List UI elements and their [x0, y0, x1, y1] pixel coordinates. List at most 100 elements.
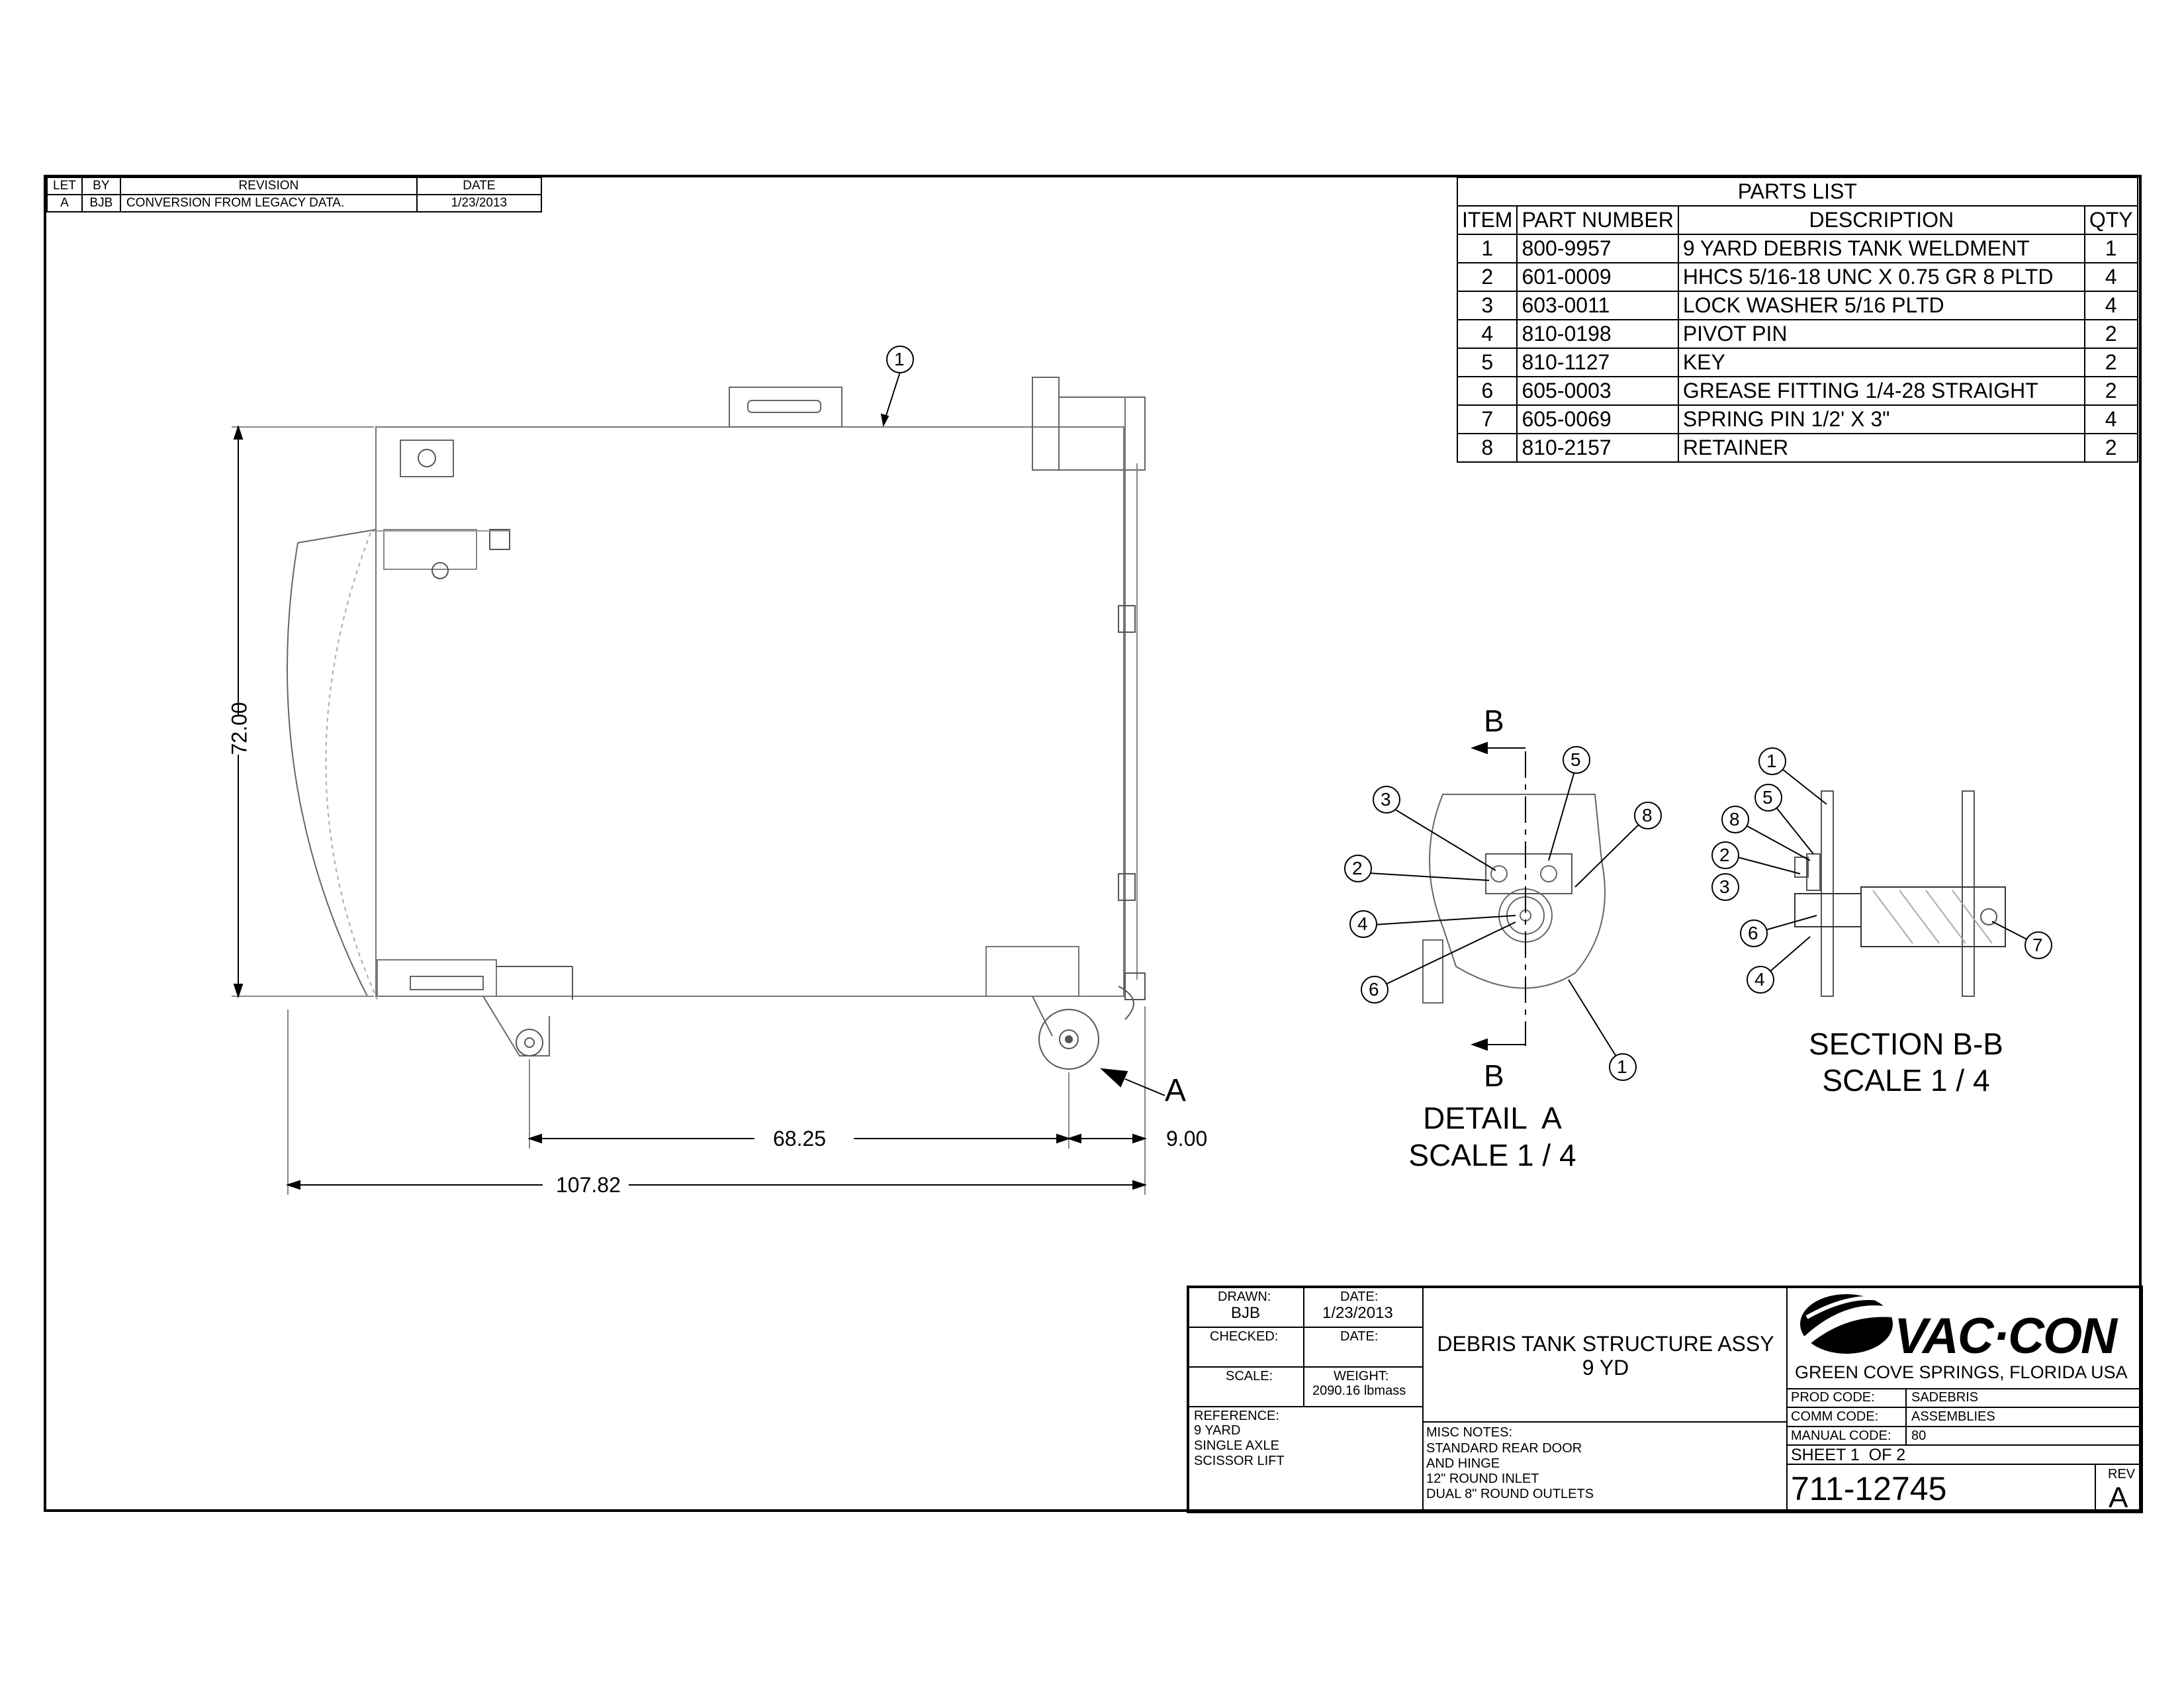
parts-cell-description: RETAINER — [1677, 433, 2085, 463]
main-balloon-1-label: 1 — [894, 349, 905, 369]
parts-cell-description: 9 YARD DEBRIS TANK WELDMENT — [1677, 234, 2085, 263]
tank-front-curve — [287, 529, 377, 997]
section-bb-balloons — [1711, 747, 2052, 994]
detail-a-balloons — [1344, 746, 1662, 1081]
section-bb-balloon-1: 1 — [1766, 751, 1777, 771]
tb-weight-value: 2090.16 lbmass — [1312, 1383, 1406, 1398]
tb-reference-line-2: SINGLE AXLE — [1194, 1438, 1279, 1453]
parts-cell-qty: 4 — [2083, 291, 2138, 320]
tb-misc-note-2: AND HINGE — [1426, 1456, 1500, 1471]
parts-cell-description: LOCK WASHER 5/16 PLTD — [1677, 291, 2085, 320]
tb-drawing-number: 711-12745 — [1791, 1470, 1947, 1507]
tank-body-outline — [375, 426, 1124, 997]
parts-cell-item: 3 — [1456, 291, 1518, 320]
section-bb-balloon-8: 8 — [1729, 809, 1740, 829]
rev-header-by: BY — [81, 177, 121, 195]
tb-drawing-title-2: 9 YD — [1582, 1356, 1629, 1380]
parts-cell-part-number: 605-0003 — [1516, 376, 1679, 406]
tb-reference-line-3: SCISSOR LIFT — [1194, 1454, 1285, 1468]
parts-cell-description: SPRING PIN 1/2' X 3" — [1677, 404, 2085, 434]
parts-header-part-number: PART NUMBER — [1516, 205, 1679, 235]
tb-checked-date-label: DATE: — [1340, 1329, 1379, 1344]
tb-misc-note-3: 12" ROUND INLET — [1426, 1472, 1539, 1486]
detail-a-balloon-4: 4 — [1357, 914, 1368, 934]
tb-company-location: GREEN COVE SPRINGS, FLORIDA USA — [1795, 1362, 2128, 1382]
parts-header-description: DESCRIPTION — [1677, 205, 2085, 235]
tb-sheet: SHEET 1 OF 2 — [1791, 1446, 1906, 1464]
parts-cell-qty: 4 — [2083, 404, 2138, 434]
tb-drawn-value: BJB — [1231, 1304, 1261, 1322]
detail-a-title: DETAIL A — [1423, 1101, 1562, 1135]
parts-cell-description: KEY — [1677, 348, 2085, 377]
parts-cell-item: 8 — [1456, 433, 1518, 463]
tb-reference-label: REFERENCE: — [1194, 1409, 1279, 1423]
rev-header-revision: REVISION — [119, 177, 418, 195]
section-bb-balloon-2: 2 — [1719, 845, 1730, 865]
parts-cell-description: GREASE FITTING 1/4-28 STRAIGHT — [1677, 376, 2085, 406]
parts-header-item: ITEM — [1456, 205, 1518, 235]
tb-prod-code: SADEBRIS — [1911, 1390, 1979, 1405]
parts-cell-part-number: 800-9957 — [1516, 234, 1679, 263]
rev-desc: CONVERSION FROM LEGACY DATA. — [119, 194, 418, 212]
detail-a-section-mark-bottom: B — [1484, 1058, 1504, 1093]
drawing-border — [44, 175, 2142, 1512]
detail-a-balloon-2: 2 — [1352, 858, 1363, 878]
parts-cell-part-number: 810-2157 — [1516, 433, 1679, 463]
section-bb-balloon-4: 4 — [1754, 969, 1765, 990]
vac-con-logo — [1800, 1294, 1893, 1354]
revision-block: LET BY REVISION DATE A BJB CONVERSION FR… — [46, 177, 542, 212]
dim-overall-length: 107.82 — [556, 1173, 621, 1197]
parts-cell-item: 5 — [1456, 348, 1518, 377]
rev-date: 1/23/2013 — [416, 194, 542, 212]
tank-side-view — [287, 377, 1146, 1070]
revision-row: A BJB CONVERSION FROM LEGACY DATA. 1/23/… — [46, 194, 542, 212]
detail-a-balloon-8: 8 — [1642, 805, 1653, 825]
dim-rear-offset: 9.00 — [1166, 1127, 1208, 1150]
section-bb-scale: SCALE 1 / 4 — [1822, 1063, 1990, 1098]
detail-a-section-mark-top: B — [1484, 704, 1504, 738]
tb-drawn-label: DRAWN: — [1218, 1289, 1271, 1304]
tb-checked-label: CHECKED: — [1210, 1329, 1279, 1344]
tb-drawing-title-1: DEBRIS TANK STRUCTURE ASSY — [1437, 1332, 1774, 1356]
parts-cell-qty: 2 — [2083, 376, 2138, 406]
title-block-grid — [1187, 1286, 2143, 1513]
parts-cell-qty: 2 — [2083, 319, 2138, 349]
parts-cell-part-number: 605-0069 — [1516, 404, 1679, 434]
parts-cell-item: 4 — [1456, 319, 1518, 349]
detail-a-view — [1422, 741, 1606, 1051]
tb-misc-notes-label: MISC NOTES: — [1426, 1425, 1513, 1440]
tb-company-logo-text: VAC·CON — [1894, 1308, 2117, 1364]
parts-cell-qty: 2 — [2083, 348, 2138, 377]
detail-a-balloon-3: 3 — [1381, 789, 1391, 810]
parts-cell-item: 6 — [1456, 376, 1518, 406]
tb-weight-label: WEIGHT: — [1334, 1369, 1389, 1383]
parts-cell-item: 1 — [1456, 234, 1518, 263]
detail-a-callout: A — [1165, 1073, 1187, 1108]
tb-scale-label: SCALE: — [1226, 1369, 1273, 1383]
parts-cell-part-number: 603-0011 — [1516, 291, 1679, 320]
section-bb-balloon-5: 5 — [1762, 787, 1773, 808]
dim-height: 72.00 — [227, 702, 251, 755]
tb-comm-code: ASSEMBLIES — [1911, 1409, 1995, 1424]
tb-prod-code-label: PROD CODE: — [1791, 1390, 1875, 1405]
parts-header-qty: QTY — [2083, 205, 2138, 235]
main-balloon-1 — [886, 346, 914, 373]
parts-cell-qty: 1 — [2083, 234, 2138, 263]
rev-by: BJB — [81, 194, 121, 212]
parts-cell-part-number: 810-0198 — [1516, 319, 1679, 349]
section-bb-balloon-6: 6 — [1748, 923, 1758, 943]
section-bb-view — [1794, 790, 2006, 997]
parts-list-title: PARTS LIST — [1457, 177, 2138, 207]
section-bb-balloon-7: 7 — [2032, 935, 2043, 955]
parts-cell-item: 7 — [1456, 404, 1518, 434]
rev-let: A — [46, 194, 83, 212]
parts-cell-part-number: 601-0009 — [1516, 262, 1679, 292]
tb-reference-line-1: 9 YARD — [1194, 1423, 1241, 1438]
tb-date-value: 1/23/2013 — [1322, 1304, 1393, 1322]
